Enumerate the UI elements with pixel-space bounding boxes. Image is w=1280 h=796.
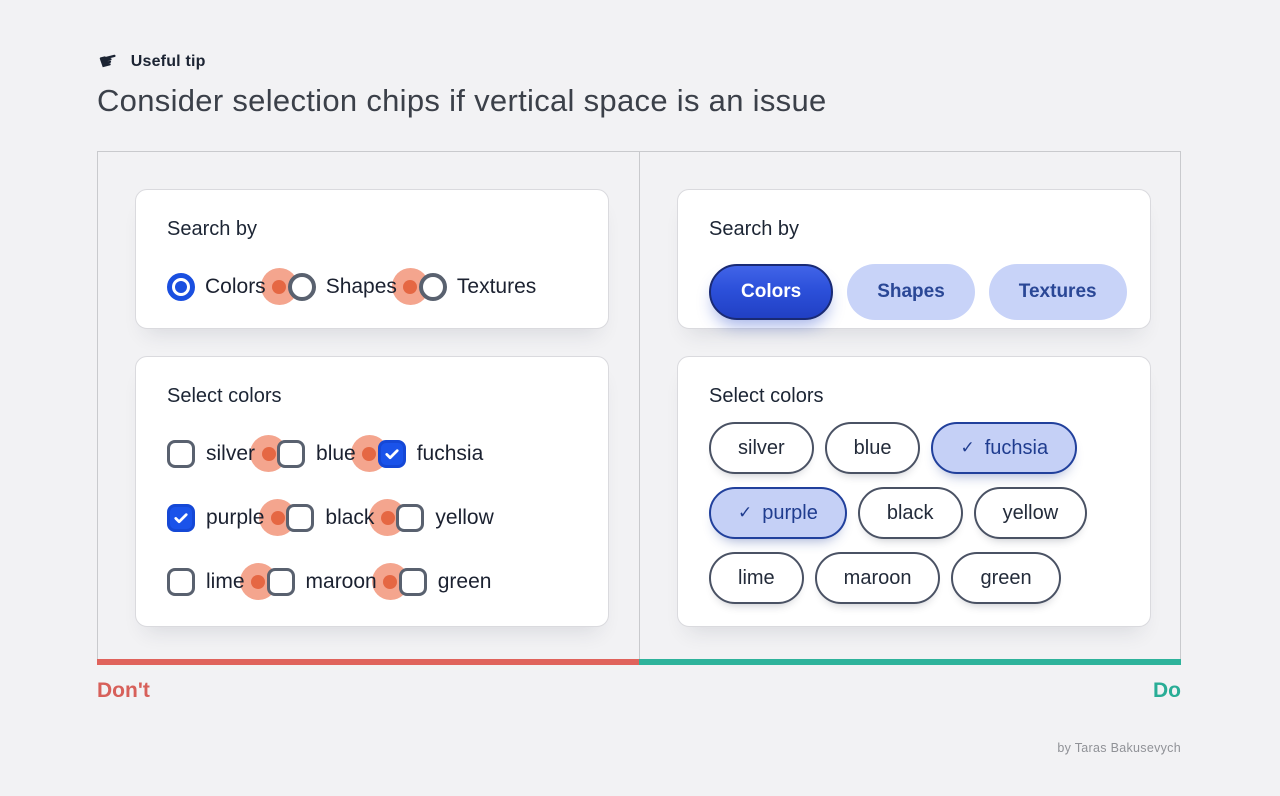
radio-shapes[interactable] [287, 272, 316, 301]
checkbox-label[interactable]: yellow [435, 505, 494, 529]
pointing-hand-icon: ☛ [96, 46, 122, 77]
do-panel: Search by Colors Shapes Textures Select … [640, 152, 1181, 660]
checkbox-green[interactable] [398, 567, 427, 596]
chip-lime[interactable]: lime [709, 552, 804, 604]
chip-textures[interactable]: Textures [988, 264, 1127, 320]
do-underline-bar [639, 659, 1181, 665]
chip-row: ✓ purple black yellow [709, 487, 1119, 539]
radio-group-search-by: Colors Shapes Textures [167, 268, 577, 305]
dont-select-colors-card: Select colors silver blue fuchsia purple [135, 356, 609, 627]
checkbox-maroon[interactable] [266, 567, 295, 596]
checkbox-row: lime maroon green [167, 563, 577, 600]
checkbox-row: silver blue fuchsia [167, 435, 577, 472]
card-title: Search by [167, 218, 258, 240]
do-select-colors-card: Select colors silver blue ✓ fuchsia ✓ pu… [677, 356, 1151, 627]
checkbox-fuchsia[interactable] [377, 439, 406, 468]
chip-blue[interactable]: blue [824, 422, 921, 474]
touch-target-center-dot [270, 510, 285, 525]
check-icon: ✓ [738, 503, 753, 523]
do-label: Do [1153, 679, 1181, 702]
chip-label: purple [762, 501, 818, 524]
tip-badge: ☛ Useful tip [96, 46, 206, 77]
checkbox-black[interactable] [286, 503, 315, 532]
chip-fuchsia[interactable]: ✓ fuchsia [931, 422, 1078, 474]
checkbox-label[interactable]: green [437, 569, 492, 593]
chip-group-search-by: Colors Shapes Textures [709, 264, 1127, 320]
radio-label[interactable]: Colors [205, 274, 266, 298]
chip-label: green [980, 566, 1032, 589]
touch-target-center-dot [380, 510, 395, 525]
checkbox-label[interactable]: silver [206, 441, 256, 465]
touch-target-center-dot [261, 446, 276, 461]
checkbox-label[interactable]: maroon [305, 569, 377, 593]
check-icon [174, 512, 188, 523]
card-title: Select colors [709, 385, 824, 407]
dont-underline-bar [97, 659, 639, 665]
chip-label: lime [738, 566, 775, 589]
card-title: Select colors [167, 385, 282, 407]
chip-colors[interactable]: Colors [709, 264, 834, 320]
chip-label: black [886, 501, 934, 524]
chip-label: fuchsia [984, 436, 1049, 459]
chip-label: Textures [1018, 281, 1097, 302]
checkbox-lime[interactable] [167, 567, 195, 596]
chip-green[interactable]: green [951, 552, 1061, 604]
chip-purple[interactable]: ✓ purple [709, 487, 847, 539]
tip-badge-label: Useful tip [130, 53, 206, 70]
checkbox-label[interactable]: purple [206, 505, 265, 529]
chip-black[interactable]: black [857, 487, 963, 539]
chip-label: silver [738, 436, 785, 459]
touch-target-center-dot [251, 574, 266, 589]
chip-silver[interactable]: silver [709, 422, 814, 474]
touch-target-overlap-indicator [391, 268, 429, 305]
dont-label: Don't [97, 679, 150, 702]
dont-search-by-card: Search by Colors Shapes Textures [135, 189, 609, 329]
checkbox-blue[interactable] [277, 439, 306, 468]
chip-shapes[interactable]: Shapes [847, 264, 975, 320]
comparison-board: Search by Colors Shapes Textures Select … [97, 151, 1181, 661]
radio-label[interactable]: Textures [456, 274, 537, 298]
checkbox-label[interactable]: black [325, 505, 375, 529]
checkbox-label[interactable]: lime [206, 569, 245, 593]
chip-label: Colors [741, 281, 802, 302]
touch-target-center-dot [383, 574, 398, 589]
touch-target-center-dot [362, 446, 377, 461]
checkbox-yellow[interactable] [396, 503, 425, 532]
check-icon [385, 448, 399, 459]
checkbox-label[interactable]: fuchsia [416, 441, 484, 465]
page-title: Consider selection chips if vertical spa… [97, 83, 827, 118]
checkbox-purple[interactable] [167, 503, 195, 532]
radio-textures[interactable] [418, 272, 447, 301]
chip-label: blue [853, 436, 892, 459]
chip-yellow[interactable]: yellow [973, 487, 1088, 539]
checkbox-label[interactable]: blue [316, 441, 356, 465]
check-icon: ✓ [960, 438, 975, 458]
chip-row: silver blue ✓ fuchsia [709, 422, 1119, 474]
touch-target-center-dot [403, 279, 418, 294]
chip-label: yellow [1002, 501, 1059, 524]
do-search-by-card: Search by Colors Shapes Textures [677, 189, 1151, 329]
radio-label[interactable]: Shapes [325, 274, 397, 298]
chip-maroon[interactable]: maroon [814, 552, 941, 604]
dont-panel: Search by Colors Shapes Textures Select … [98, 152, 640, 660]
chip-label: maroon [843, 566, 912, 589]
checkbox-silver[interactable] [167, 439, 195, 468]
chip-label: Shapes [877, 281, 945, 302]
radio-colors[interactable] [167, 272, 195, 301]
touch-target-center-dot [272, 279, 287, 294]
checkbox-row: purple black yellow [167, 499, 577, 536]
card-title: Search by [709, 218, 800, 240]
attribution-text: by Taras Bakusevych [1057, 741, 1181, 755]
chip-row: lime maroon green [709, 552, 1119, 604]
